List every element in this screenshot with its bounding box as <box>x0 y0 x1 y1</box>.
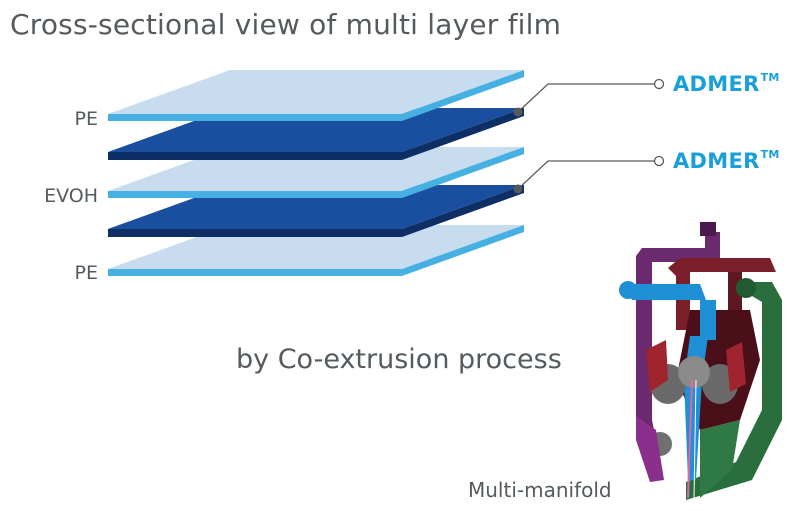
label-pe-bottom: PE <box>74 262 98 284</box>
label-pe-top: PE <box>74 108 98 130</box>
callout-admer-2: ADMERTM <box>673 148 780 173</box>
callout-admer-1-name: ADMER <box>673 72 760 96</box>
callout-admer-1-mark: TM <box>760 71 780 84</box>
process-caption: by Co-extrusion process <box>236 344 562 375</box>
callout-leader-2 <box>513 155 665 194</box>
callout-leader-1 <box>513 78 665 117</box>
label-evoh: EVOH <box>44 185 98 207</box>
layer-pe-top <box>108 70 524 121</box>
callout-admer-2-name: ADMER <box>673 149 760 173</box>
diagram-title: Cross-sectional view of multi layer film <box>10 8 562 41</box>
manifold-caption: Multi-manifold <box>468 478 612 502</box>
callout-admer-2-mark: TM <box>760 148 780 161</box>
multi-manifold-die-illustration <box>619 222 782 500</box>
callout-admer-1: ADMERTM <box>673 71 780 96</box>
